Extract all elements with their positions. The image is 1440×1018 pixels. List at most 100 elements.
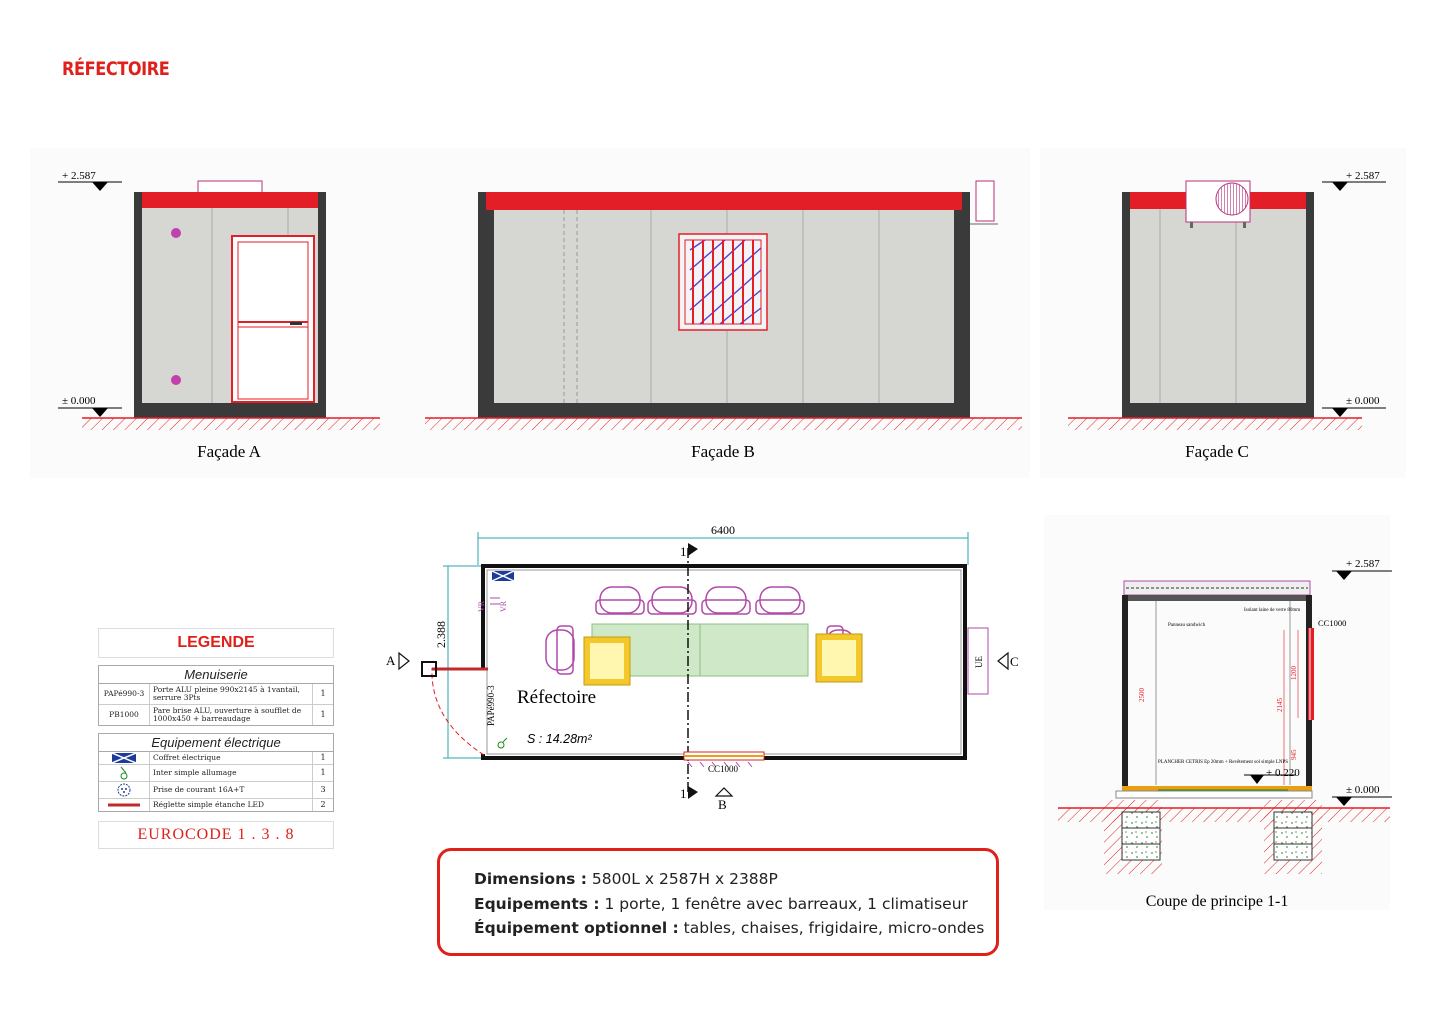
legend-desc: Réglette simple étanche LED <box>153 800 265 809</box>
door <box>231 235 315 403</box>
ground-hatch <box>1068 418 1362 430</box>
level-text: ± 0.000 <box>62 395 96 407</box>
ground-hatch <box>425 418 1022 430</box>
coffret-electrique-icon <box>111 752 137 764</box>
vent-icon <box>171 228 181 238</box>
ac-unit <box>197 180 263 194</box>
level-mark-top: + 2.587 <box>1322 170 1386 191</box>
section-1-1: + 2.587 ± 0.000 CC1000 1200 2145 945 250… <box>1044 515 1392 910</box>
dim-2145: 2145 <box>1276 698 1284 713</box>
legend-row: Inter simple allumage 1 <box>99 764 333 781</box>
reglette-led-icon <box>108 803 140 807</box>
legend-ref: PAPé990-3 <box>99 684 150 704</box>
ac-unit-side <box>975 180 995 222</box>
info-value: 5800L x 2587H x 2388P <box>586 870 778 888</box>
legend-electrique: Equipement électrique Coffret électrique… <box>98 733 334 812</box>
section-mark-bottom: 1 <box>680 786 687 801</box>
room-area: S : 14.28m² <box>527 732 592 746</box>
wall-panel <box>1130 209 1306 403</box>
level-mark-top: + 2.587 <box>1332 558 1392 580</box>
info-dimensions: Dimensions : 5800L x 2587H x 2388P <box>474 867 996 892</box>
note-ceiling: Isolant laine de verre 80mm <box>1244 608 1300 613</box>
view-arrow <box>997 651 1009 671</box>
legend-row: Réglette simple étanche LED 2 <box>99 798 333 811</box>
legend-desc: Pare brise ALU, ouverture à soufflet de … <box>153 706 302 723</box>
view-a-label: A <box>386 653 396 668</box>
legend-desc: Coffret électrique <box>153 753 221 762</box>
vr-label: VR <box>477 600 486 612</box>
plan-window: CC1000 <box>683 751 765 774</box>
section-title: Coupe de principe 1-1 <box>1146 893 1289 910</box>
level-mark-ground: ± 0.000 <box>1322 395 1386 417</box>
ground-hatch <box>82 418 380 430</box>
facade-b: Façade B <box>420 148 1030 478</box>
legend-desc: Inter simple allumage <box>153 768 237 777</box>
legend-title: LEGENDE <box>98 628 334 658</box>
floor-plan: 6400 2.388 <box>386 523 1019 812</box>
plan-window-ref: CC1000 <box>708 764 739 774</box>
info-label: Equipements : <box>474 894 600 913</box>
footing-left <box>1121 811 1161 861</box>
level-mark-ground: ± 0.000 <box>1332 784 1392 806</box>
page-title: RÉFECTOIRE <box>62 58 170 80</box>
view-b-label: B <box>718 797 727 812</box>
dim-window: 1200 <box>1290 666 1298 681</box>
legend-row: PB1000 Pare brise ALU, ouverture à souff… <box>99 704 333 725</box>
legend-section-title: Menuiserie <box>99 666 333 684</box>
note-floor: PLANCHER CETRIS Ep 20mm + Revêtement sol… <box>1158 760 1288 765</box>
level-text: + 2.587 <box>1346 170 1380 182</box>
legend-qty: 3 <box>312 782 333 798</box>
legend-qty: 1 <box>312 752 333 764</box>
level-mark-top: + 2.587 <box>58 170 122 191</box>
roof-band <box>486 192 962 210</box>
roof-band <box>142 192 318 208</box>
chair-row-top <box>595 586 805 615</box>
level-text: ± 0.000 <box>1346 784 1380 796</box>
info-optionnel: Équipement optionnel : tables, chaises, … <box>474 916 996 941</box>
legend: LEGENDE Menuiserie PAPé990-3 Porte ALU p… <box>98 628 334 849</box>
plan-width-dim: 2.388 <box>434 621 448 648</box>
plan-length-dim: 6400 <box>711 523 735 537</box>
section-floor <box>1122 786 1312 791</box>
info-value: 1 porte, 1 fenêtre avec barreaux, 1 clim… <box>599 894 968 913</box>
info-label: Dimensions : <box>474 870 587 888</box>
view-c-label: C <box>1010 654 1019 669</box>
footing-right <box>1273 811 1313 861</box>
legend-qty: 1 <box>312 684 333 704</box>
legend-desc: Prise de courant 16A+T <box>153 785 245 794</box>
vr-label: VR <box>499 600 508 612</box>
facade-b-label: Façade B <box>691 442 755 461</box>
facade-a: + 2.587 ± 0.000 Façade A <box>30 148 430 478</box>
legend-qty: 2 <box>312 799 333 811</box>
chair-left <box>545 625 575 675</box>
section-window-ref: CC1000 <box>1318 618 1346 628</box>
dim-945: 945 <box>1290 749 1298 760</box>
legend-row: Prise de courant 16A+T 3 <box>99 781 333 798</box>
view-arrow <box>398 651 410 671</box>
info-equipements: Equipements : 1 porte, 1 fenêtre avec ba… <box>474 892 996 917</box>
level-text: + 2.587 <box>62 170 96 182</box>
section-mark-top: 1 <box>680 544 687 559</box>
legend-ref: PB1000 <box>99 705 150 725</box>
legend-menuiserie: Menuiserie PAPé990-3 Porte ALU pleine 99… <box>98 665 334 726</box>
view-arrow <box>714 787 734 797</box>
room-name: Réfectoire <box>517 687 596 708</box>
info-box: Dimensions : 5800L x 2587H x 2388P Equip… <box>437 848 999 956</box>
inter-simple-icon <box>497 737 508 749</box>
vent-icon <box>171 375 181 385</box>
ue-label: UE <box>974 656 984 668</box>
inter-simple-icon <box>120 766 128 780</box>
prise-courant-icon <box>117 783 131 797</box>
info-value: tables, chaises, frigidaire, micro-ondes <box>678 919 985 937</box>
ac-unit <box>1185 180 1251 228</box>
level-mark-ground: ± 0.000 <box>58 395 122 417</box>
legend-qty: 1 <box>312 765 333 781</box>
legend-row: Coffret électrique 1 <box>99 752 333 764</box>
note-panel: Panneau sandwich <box>1168 623 1206 628</box>
eurocode-label: EUROCODE 1 . 3 . 8 <box>98 821 334 849</box>
level-text: + 2.587 <box>1346 558 1380 570</box>
legend-row: PAPé990-3 Porte ALU pleine 990x2145 à 1v… <box>99 684 333 704</box>
fridge-right <box>815 633 863 683</box>
dim-height: 2500 <box>1138 688 1146 703</box>
